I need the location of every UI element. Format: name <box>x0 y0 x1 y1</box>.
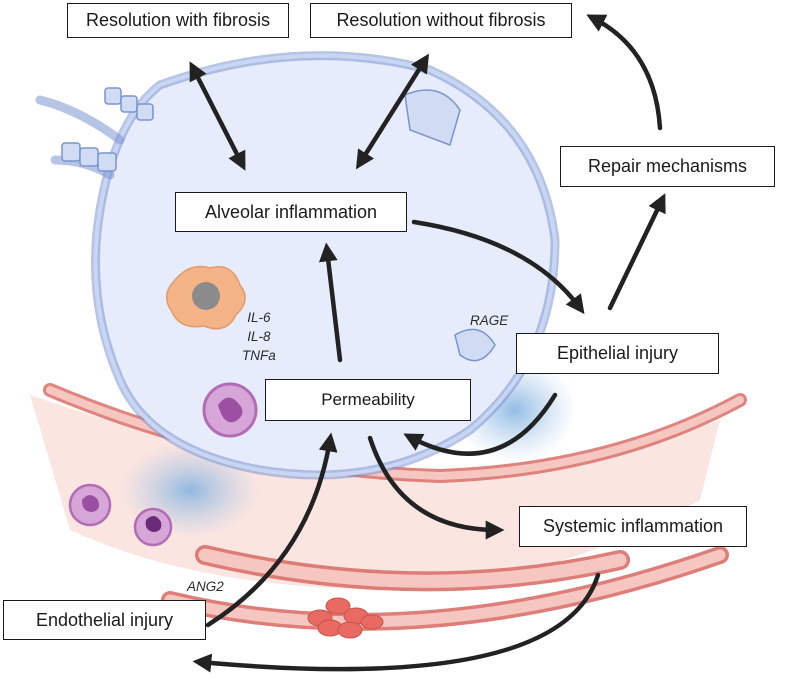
arrow-permeability-to-systemic <box>367 435 505 540</box>
arrow-epithelial-to-repair <box>607 193 666 311</box>
arrow-endothelial-to-permeability <box>205 432 338 628</box>
rage-label: RAGE <box>470 313 509 328</box>
alveolar-inflammation-box: Alveolar inflammation <box>175 192 407 232</box>
neutrophil-vessel-2 <box>133 507 173 547</box>
red-blood-cell-cluster <box>307 597 384 639</box>
cytokine-tnfa-label: TNFa <box>242 348 276 363</box>
endothelial-injury-box: Endothelial injury <box>3 600 206 640</box>
neutrophil-alveolar <box>202 382 258 438</box>
permeability-box: Permeability <box>265 379 471 421</box>
epithelial-injury-box: Epithelial injury <box>516 333 719 374</box>
cytokine-il6-label: IL-6 <box>247 310 271 325</box>
arrow-permeability-to-alveolar <box>318 242 343 363</box>
arrow-alveolar-to-epithelial <box>411 219 585 315</box>
resolution-with-fibrosis-box: Resolution with fibrosis <box>67 3 289 38</box>
macrophage <box>166 265 246 330</box>
arrow-epithelial-to-permeability <box>403 392 558 456</box>
systemic-inflammation-box: Systemic inflammation <box>519 506 747 547</box>
cytokine-il8-label: IL-8 <box>247 329 271 344</box>
arrow-alveolar-to-resolution-without-fibrosis <box>355 53 430 170</box>
neutrophil-vessel-1 <box>68 483 112 527</box>
arrow-repair-to-resolution <box>586 14 663 131</box>
resolution-without-fibrosis-box: Resolution without fibrosis <box>310 3 572 38</box>
repair-mechanisms-box: Repair mechanisms <box>560 146 775 187</box>
arrow-alveolar-to-resolution-with-fibrosis <box>189 61 246 171</box>
ang2-label: ANG2 <box>187 579 224 594</box>
arrow-systemic-to-endothelial <box>192 572 601 673</box>
